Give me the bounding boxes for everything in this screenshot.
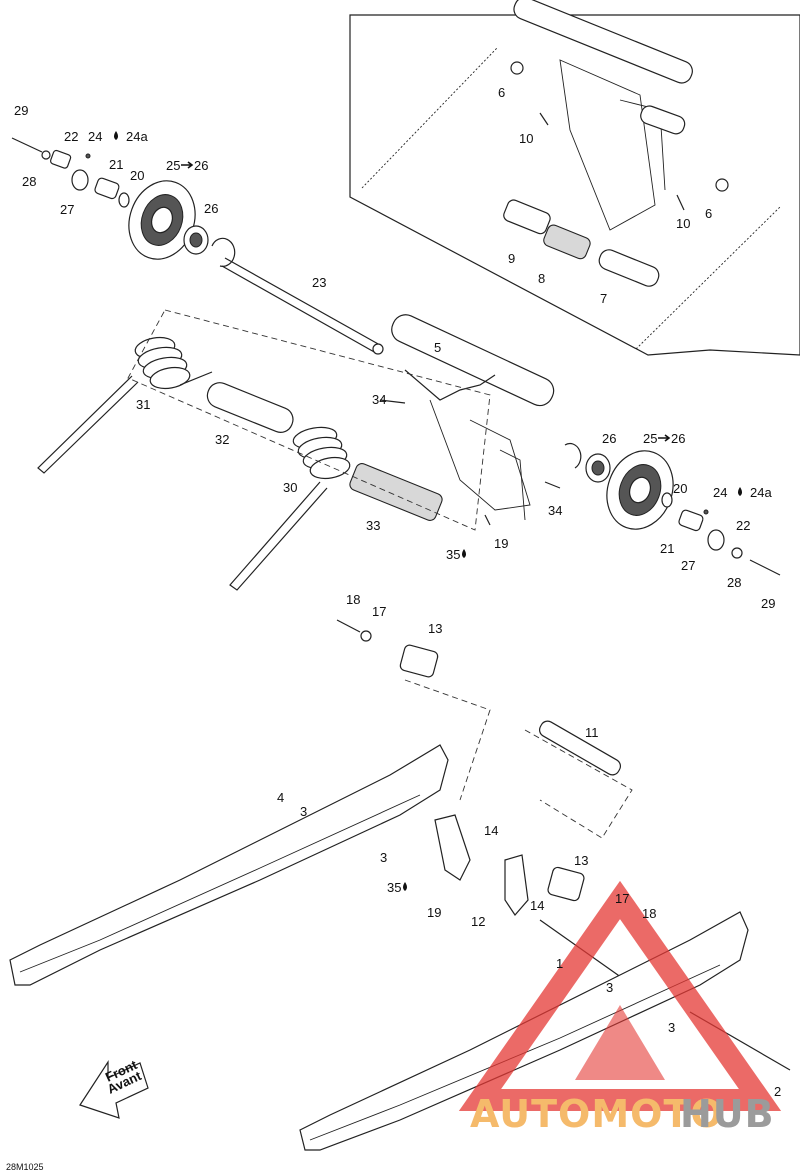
upper-slide-rail bbox=[9, 744, 449, 986]
inset-bushings bbox=[503, 199, 660, 287]
part-label-25: 25 bbox=[166, 158, 180, 173]
part-label-35: 35 bbox=[387, 880, 401, 895]
part-label-12: 12 bbox=[471, 914, 485, 929]
left-link-plate bbox=[434, 814, 529, 916]
inset-frame bbox=[349, 14, 800, 356]
part-label-24: 24 bbox=[88, 129, 102, 144]
part-label-14: 14 bbox=[484, 823, 498, 838]
part-label-6: 6 bbox=[498, 85, 505, 100]
rear-axle bbox=[538, 720, 622, 776]
lower-rail-block bbox=[547, 866, 585, 902]
part-label-25: 25 bbox=[643, 431, 657, 446]
inset-frame-assembly bbox=[513, 0, 693, 231]
part-label-26: 26 bbox=[671, 431, 685, 446]
part-label-24a: 24a bbox=[750, 485, 772, 500]
part-label-27: 27 bbox=[60, 202, 74, 217]
part-label-21: 21 bbox=[660, 541, 674, 556]
part-label-26: 26 bbox=[204, 201, 218, 216]
spring-tube bbox=[206, 382, 294, 433]
right-idler-wheel-assembly bbox=[564, 442, 781, 576]
watermark-text-a: AUTOMOTO bbox=[470, 1092, 724, 1136]
part-label-3: 3 bbox=[380, 850, 387, 865]
part-label-26: 26 bbox=[194, 158, 208, 173]
front-direction-arrow: Front Avant bbox=[79, 1057, 149, 1119]
part-label-17: 17 bbox=[372, 604, 386, 619]
replaces-arrow-icon bbox=[658, 434, 671, 442]
part-label-21: 21 bbox=[109, 157, 123, 172]
part-label-14: 14 bbox=[530, 898, 544, 913]
part-label-29: 29 bbox=[761, 596, 775, 611]
oil-drop-icon bbox=[114, 131, 118, 140]
part-label-26: 26 bbox=[602, 431, 616, 446]
main-shaft bbox=[221, 257, 384, 355]
part-label-7: 7 bbox=[600, 291, 607, 306]
replaces-arrow-icon bbox=[181, 161, 194, 169]
part-label-8: 8 bbox=[538, 271, 545, 286]
part-label-29: 29 bbox=[14, 103, 28, 118]
part-label-34: 34 bbox=[372, 392, 386, 407]
part-label-30: 30 bbox=[283, 480, 297, 495]
part-label-24: 24 bbox=[713, 485, 727, 500]
part-label-5: 5 bbox=[434, 340, 441, 355]
part-label-34: 34 bbox=[548, 503, 562, 518]
part-label-32: 32 bbox=[215, 432, 229, 447]
figure-code: 28M1025 bbox=[6, 1162, 44, 1172]
part-label-28: 28 bbox=[22, 174, 36, 189]
part-label-18: 18 bbox=[346, 592, 360, 607]
part-label-10: 10 bbox=[519, 131, 533, 146]
part-label-28: 28 bbox=[727, 575, 741, 590]
part-label-22: 22 bbox=[736, 518, 750, 533]
part-label-2: 2 bbox=[774, 1084, 781, 1099]
part-label-3: 3 bbox=[300, 804, 307, 819]
upper-bolt-washer bbox=[336, 619, 372, 642]
part-label-23: 23 bbox=[312, 275, 326, 290]
part-label-35: 35 bbox=[446, 547, 460, 562]
part-label-33: 33 bbox=[366, 518, 380, 533]
part-label-18: 18 bbox=[642, 906, 656, 921]
spring-dashed-outline bbox=[127, 309, 491, 531]
part-label-20: 20 bbox=[130, 168, 144, 183]
part-label-24a: 24a bbox=[126, 129, 148, 144]
automotohub-watermark: AUTOMOTO HUB bbox=[458, 880, 782, 1136]
spring-cover-bar bbox=[349, 463, 443, 521]
inset-rails bbox=[361, 47, 781, 350]
part-label-4: 4 bbox=[277, 790, 284, 805]
oil-drop-icon bbox=[738, 487, 742, 496]
inset-nuts-bolts bbox=[510, 61, 729, 211]
part-label-22: 22 bbox=[64, 129, 78, 144]
part-label-20: 20 bbox=[673, 481, 687, 496]
part-label-13: 13 bbox=[574, 853, 588, 868]
part-label-3: 3 bbox=[668, 1020, 675, 1035]
left-torsion-spring bbox=[37, 336, 213, 474]
watermark-text-b: HUB bbox=[680, 1092, 775, 1136]
center-pivot-bracket bbox=[379, 314, 561, 526]
upper-rail-block bbox=[399, 644, 439, 678]
part-label-19: 19 bbox=[427, 905, 441, 920]
lower-dashed-guides bbox=[404, 679, 633, 839]
part-label-13: 13 bbox=[428, 621, 442, 636]
oil-drop-icon bbox=[403, 882, 407, 891]
part-label-27: 27 bbox=[681, 558, 695, 573]
part-label-10: 10 bbox=[676, 216, 690, 231]
part-label-31: 31 bbox=[136, 397, 150, 412]
left-idler-wheel-assembly bbox=[11, 137, 236, 267]
part-label-17: 17 bbox=[615, 891, 629, 906]
right-torsion-spring bbox=[229, 426, 351, 591]
part-label-1: 1 bbox=[556, 956, 563, 971]
part-label-11: 11 bbox=[585, 725, 599, 740]
part-label-19: 19 bbox=[494, 536, 508, 551]
part-label-6: 6 bbox=[705, 206, 712, 221]
part-label-3: 3 bbox=[606, 980, 613, 995]
oil-drop-icon bbox=[462, 549, 466, 558]
part-labels: 1233334566789101011121313141417171818191… bbox=[14, 85, 781, 1099]
part-label-9: 9 bbox=[508, 251, 515, 266]
